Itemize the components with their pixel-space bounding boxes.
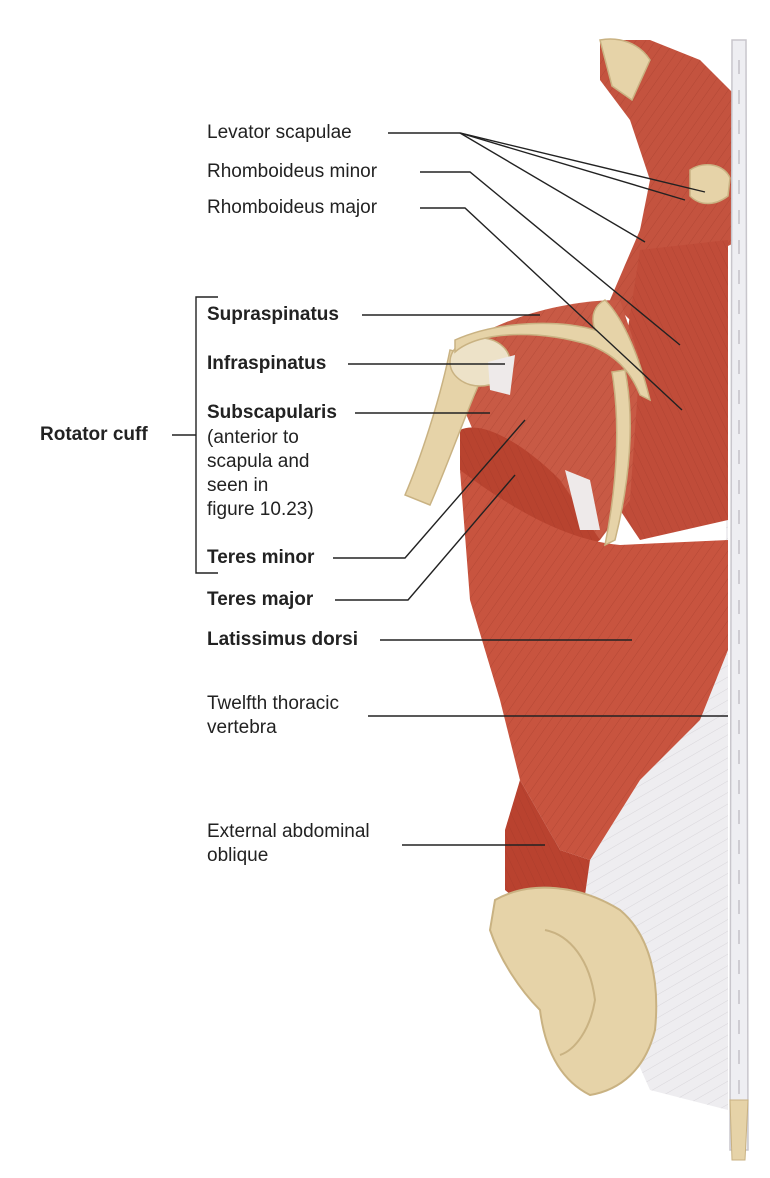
infraspinatus-tendon (488, 355, 515, 395)
label-rhomboideus-minor: Rhomboideus minor (207, 161, 378, 182)
iliac-crest-shadow (544, 929, 597, 1056)
cervical-bone (599, 38, 651, 102)
scapular-medial-border (603, 369, 631, 547)
sacrum-tip (729, 1099, 749, 1161)
leader-rhomboideus-major (420, 207, 683, 411)
label-latissimus-dorsi: Latissimus dorsi (207, 629, 358, 650)
leader-teres-minor (333, 419, 526, 559)
teres-muscles-texture (460, 427, 600, 560)
label-twelfth-thoracic-1: Twelfth thoracic (207, 693, 339, 714)
label-levator-scapulae: Levator scapulae (207, 122, 352, 143)
leader-teres-major (335, 474, 516, 601)
label-teres-major: Teres major (207, 589, 314, 610)
leader-rhomboideus-minor (420, 171, 681, 346)
leader-levator-scapulae-3 (459, 132, 646, 243)
iliac-crest (488, 886, 658, 1097)
leader-levator-scapulae-2 (459, 132, 686, 201)
label-teres-minor: Teres minor (207, 547, 315, 568)
label-subscapularis-note-3: seen in (207, 475, 269, 496)
label-subscapularis-note-2: scapula and (207, 451, 310, 472)
label-supraspinatus: Supraspinatus (207, 304, 339, 325)
vertebral-column (729, 39, 749, 1151)
cervical-vertebra (689, 163, 731, 205)
scapular-spine (454, 299, 652, 402)
label-rhomboideus-major: Rhomboideus major (207, 197, 378, 218)
label-rotator-cuff: Rotator cuff (40, 424, 148, 445)
label-twelfth-thoracic-2: vertebra (207, 717, 277, 738)
latissimus-dorsi-texture (460, 470, 728, 860)
teres-tendon (565, 470, 600, 530)
label-external-oblique-2: oblique (207, 845, 269, 866)
label-subscapularis: Subscapularis (207, 402, 337, 423)
label-infraspinatus: Infraspinatus (207, 353, 327, 374)
humerus-bone (404, 349, 492, 506)
label-subscapularis-note-4: figure 10.23) (207, 499, 314, 520)
label-external-oblique-1: External abdominal (207, 821, 370, 842)
label-subscapularis-note-1: (anterior to (207, 427, 299, 448)
leader-lines (172, 132, 728, 846)
